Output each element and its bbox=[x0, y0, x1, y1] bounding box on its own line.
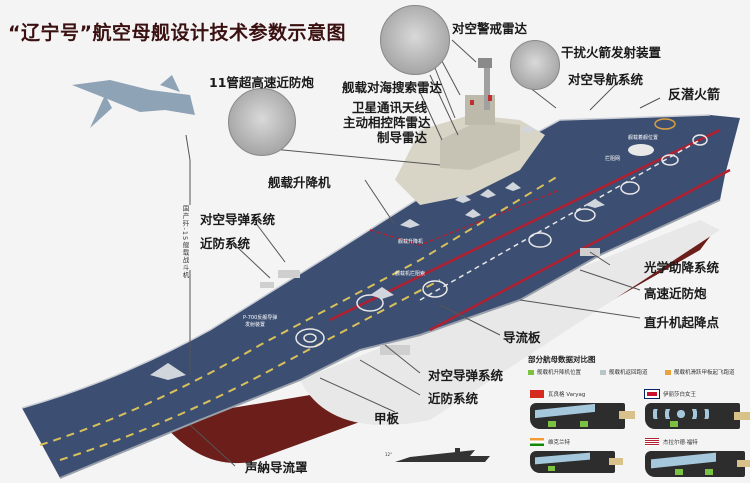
j15-fighter-image bbox=[72, 75, 195, 128]
flag-china-icon bbox=[530, 390, 544, 398]
label-elevator: 舰载升降机 bbox=[268, 175, 331, 190]
label-decoy-launcher: 干扰火箭发射装置 bbox=[561, 45, 662, 60]
label-aesa-radar: 主动相控阵雷达 bbox=[343, 115, 431, 130]
label-optical-landing: 光学助降系统 bbox=[644, 260, 720, 275]
label-heli-spot: 直升机起降点 bbox=[644, 315, 720, 330]
air-warning-radar-inset bbox=[380, 5, 450, 75]
flag-uk-icon bbox=[644, 389, 660, 399]
label-ciws-right: 高速近防炮 bbox=[644, 286, 707, 301]
legend-item-takeoff-runway: 舰载机滑跃甲板起飞跑道 bbox=[665, 368, 735, 376]
label-deck: 甲板 bbox=[374, 411, 400, 426]
label-sea-search-radar: 舰载对海搜索雷达 bbox=[342, 80, 443, 95]
deck-note-p700-sub: 发射装置 bbox=[245, 322, 266, 328]
fighter-caption: 国产歼-15舰载战斗机 bbox=[181, 205, 189, 279]
ship-card-varyag: 瓦良格 Varyag bbox=[530, 390, 635, 429]
decoy-launcher-inset bbox=[510, 40, 560, 90]
ship-card-gerald-ford: 杰拉尔德·福特 bbox=[645, 438, 750, 477]
label-satcom-antenna: 卫星通讯天线 bbox=[352, 100, 428, 115]
label-guidance-radar: 制导雷达 bbox=[377, 130, 428, 145]
ciws-inset bbox=[228, 88, 296, 156]
flag-india-icon bbox=[530, 438, 544, 446]
deck-note-p700: P-700反舰导弹 bbox=[243, 315, 278, 321]
deck-note-landing: 舰载着舰位置 bbox=[628, 135, 659, 141]
deck-note-elevator: 舰载升降机 bbox=[398, 239, 424, 245]
hull bbox=[160, 230, 715, 464]
label-air-warning-radar: 对空警戒雷达 bbox=[452, 21, 528, 36]
ship-silhouette bbox=[395, 448, 490, 462]
deck-note-barrier: 拦阻网 bbox=[605, 156, 621, 162]
legend-item-elevator: 舰载机升降机位置 bbox=[528, 368, 581, 376]
ship-card-vikrant: 维克兰特 bbox=[530, 438, 623, 473]
comparison-title: 部分航母数据对比图 bbox=[528, 355, 596, 364]
island bbox=[395, 58, 545, 205]
comparison-panel: 部分航母数据对比图 舰载机升降机位置 舰载机返回跑道 舰载机滑跃甲板起飞跑道 瓦… bbox=[520, 350, 750, 483]
scale-angle: 12° bbox=[385, 452, 393, 457]
flag-usa-icon bbox=[645, 438, 659, 446]
label-air-navigation: 对空导航系统 bbox=[568, 72, 644, 87]
label-deflector: 导流板 bbox=[503, 330, 541, 345]
legend-item-return-runway: 舰载机返回跑道 bbox=[600, 368, 648, 376]
page-title: “辽宁号”航空母舰设计技术参数示意图 bbox=[8, 22, 346, 44]
label-asw-rocket: 反潜火箭 bbox=[668, 88, 721, 103]
label-sonar-dome: 声納导流罩 bbox=[245, 460, 308, 475]
label-sam-left: 对空导弹系统 bbox=[200, 212, 276, 227]
label-sam-bottom: 对空导弹系统 bbox=[428, 368, 504, 383]
label-ciws-left: 近防系统 bbox=[200, 236, 251, 251]
ship-card-queen-elizabeth: 伊丽莎白女王 bbox=[644, 389, 750, 429]
label-ciws-bottom: 近防系统 bbox=[428, 391, 479, 406]
label-ciws-11: 11管超高速近防炮 bbox=[209, 75, 314, 90]
deck-note-arrester: 舰载机拦阻索 bbox=[395, 271, 426, 277]
